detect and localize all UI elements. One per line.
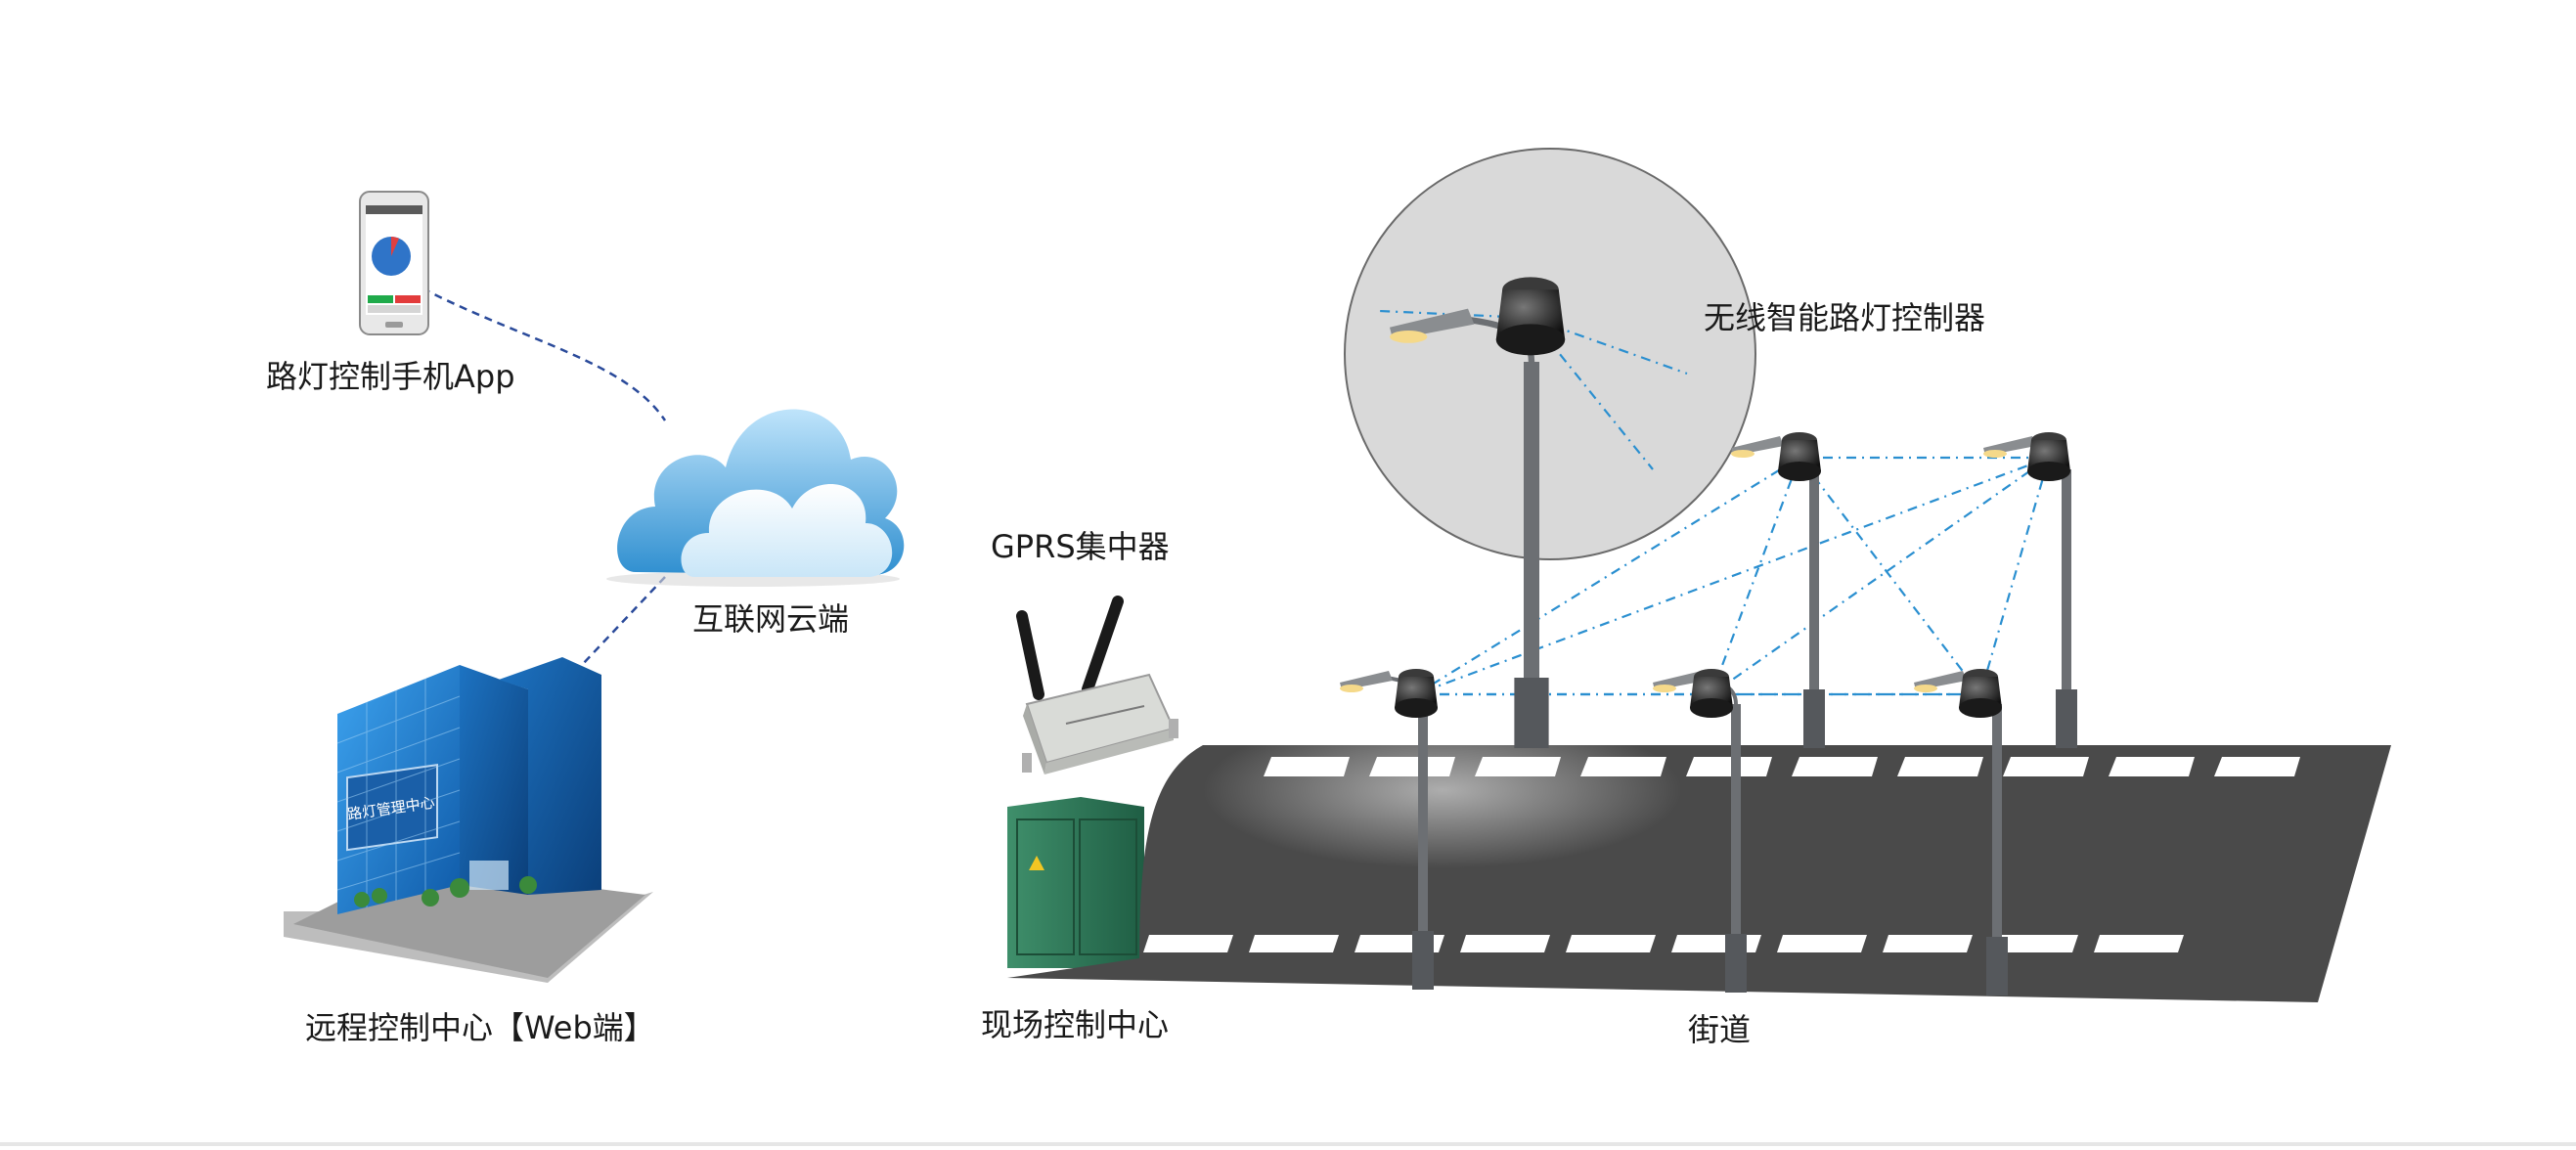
lamp-light [1983, 450, 2007, 458]
crosswalk-stripe [1369, 757, 1455, 776]
crosswalk-stripe [1249, 935, 1339, 952]
crosswalk-top [1264, 757, 2300, 776]
lamp-pole [2062, 469, 2071, 748]
crosswalk-stripe [1883, 935, 1973, 952]
lamp-pole [1731, 704, 1741, 993]
street-lamp [1983, 432, 2077, 748]
remote-center-label: 远程控制中心【Web端】 [305, 1009, 655, 1046]
street-lamp [1340, 669, 1438, 990]
field-center-label: 现场控制中心 [981, 1006, 1170, 1043]
crosswalk-stripe [1264, 757, 1350, 776]
street-label: 街道 [1688, 1011, 1752, 1048]
concentrator-label: GPRS集中器 [991, 528, 1170, 565]
crosswalk-stripe [1792, 757, 1878, 776]
wireless-link [1415, 457, 1800, 695]
lamp-pole [1992, 704, 2002, 995]
smart-controller-icon [1395, 669, 1438, 718]
crosswalk-stripe [2109, 757, 2195, 776]
lamp-base [1725, 934, 1747, 993]
lamp-light [1914, 685, 1937, 692]
trees [354, 876, 537, 907]
street-road [1007, 712, 2391, 1002]
link-app-cloud [422, 287, 667, 421]
crosswalk-stripe [2003, 757, 2089, 776]
crosswalk-stripe [1143, 935, 1233, 952]
lamp-base [2056, 689, 2077, 748]
control-cabinet-icon [1007, 797, 1144, 968]
office-building-icon [284, 657, 653, 983]
crosswalk-stripe [2214, 757, 2300, 776]
street-lamp [1731, 432, 1825, 748]
crosswalk-stripe [1988, 935, 2078, 952]
crosswalk-stripe [1777, 935, 1867, 952]
street-lamp [1914, 669, 2008, 995]
smart-controller-icon [1495, 277, 1566, 356]
wireless-link [1799, 457, 1981, 695]
crosswalk-stripe [1897, 757, 1983, 776]
lamp-light [1731, 450, 1754, 458]
lamp-base [1514, 678, 1549, 748]
mobile-app-label: 路灯控制手机App [266, 358, 515, 395]
lamp-light [1340, 685, 1363, 692]
crosswalk-stripe [1580, 757, 1666, 776]
bottom-divider [0, 1142, 2576, 1146]
crosswalk-stripe [1686, 757, 1772, 776]
smart-controller-icon [1959, 669, 2002, 718]
lamp-light [1653, 685, 1676, 692]
wireless-link [1710, 457, 2050, 695]
crosswalk-stripe [1566, 935, 1656, 952]
crosswalk-stripe [1475, 757, 1561, 776]
wireless-link [1978, 457, 2051, 695]
lamp-pole [1418, 704, 1428, 990]
smart-controller-icon [1690, 669, 1733, 718]
lamp-base [1412, 931, 1434, 990]
street-lamp-featured [1390, 277, 1566, 748]
lamp-pole [1809, 469, 1819, 748]
wireless-link [1415, 456, 2050, 696]
gprs-router-icon [1016, 596, 1178, 774]
wireless-link [1710, 457, 1801, 695]
lamp-base [1803, 689, 1825, 748]
street-lamp [1653, 669, 1747, 993]
lamp-light [1390, 331, 1428, 343]
smart-controller-icon [1778, 432, 1821, 481]
crosswalk-stripe [1671, 935, 1761, 952]
smartphone-icon [359, 191, 429, 335]
controller-highlight [1344, 148, 1756, 560]
crosswalk-stripe [2094, 935, 2184, 952]
lamp-base [1986, 937, 2008, 995]
street-lamps [1340, 277, 2077, 995]
smart-controller-icon [2027, 432, 2070, 481]
cloud-label: 互联网云端 [692, 600, 850, 638]
cloud-icon [606, 409, 905, 587]
crosswalk-bottom [1143, 935, 2184, 952]
lamp-pole [1524, 362, 1539, 748]
controller-label: 无线智能路灯控制器 [1704, 299, 1986, 336]
crosswalk-stripe [1460, 935, 1550, 952]
link-cloud-building [581, 576, 666, 666]
